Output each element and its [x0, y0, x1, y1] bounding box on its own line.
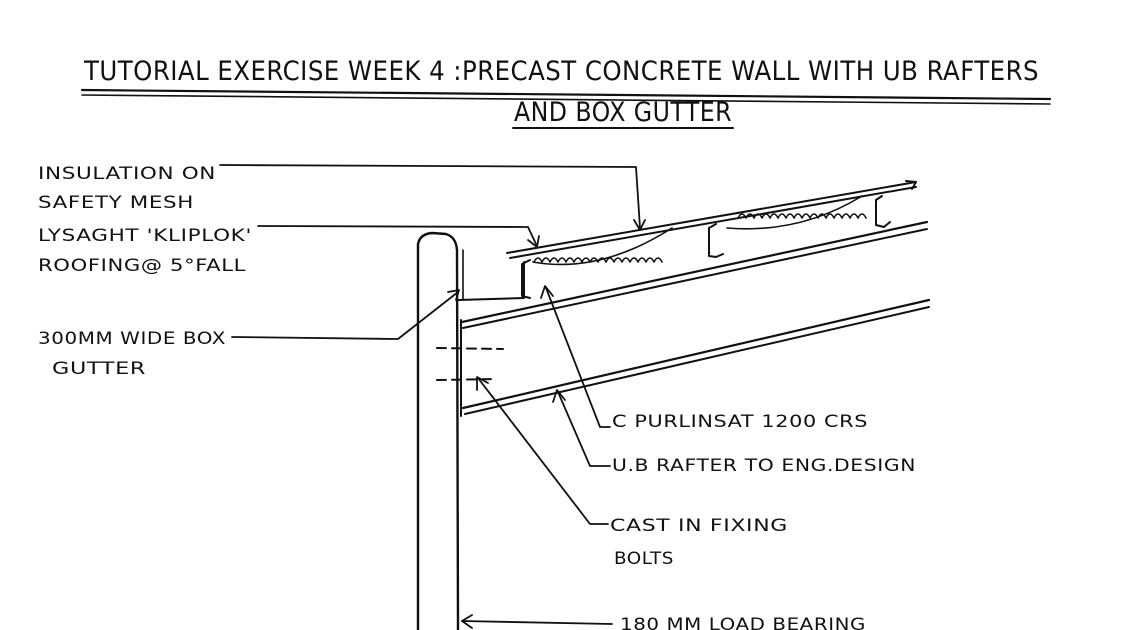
label-rafter: U.B RAFTER TO ENG.DESIGN	[612, 456, 916, 476]
leader-roofing-arrowhead	[527, 235, 540, 248]
leader-gutter	[231, 291, 459, 340]
drawing-title: TUTORIAL EXERCISE WEEK 4 :PRECAST CONCRE…	[80, 56, 1052, 129]
leader-wall	[461, 620, 613, 625]
box-gutter	[457, 261, 525, 301]
leader-lines	[219, 164, 646, 629]
precast-concrete-wall	[416, 231, 464, 630]
kliplok-roof-sheeting	[506, 180, 917, 259]
leader-insulation	[219, 164, 641, 229]
leader-roofing	[257, 225, 537, 245]
label-bolts-line-1: CAST IN FIXING	[610, 516, 788, 536]
title-underline-double	[81, 94, 1051, 105]
label-purlins: C PURLINSAT 1200 CRS	[612, 412, 868, 432]
label-roofing-line-2: ROOFING@ 5°FALL	[38, 256, 246, 276]
label-gutter-line-1: 300MM WIDE BOX	[38, 329, 226, 349]
leader-rafter	[557, 391, 611, 467]
title-line-2: AND BOX GUTTER	[514, 97, 732, 128]
cast-in-fixing-bolts	[436, 347, 504, 381]
leader-gutter-arrowhead	[447, 289, 460, 301]
label-wall: 180 MM LOAD BEARING	[620, 615, 866, 630]
c-purlins	[521, 195, 891, 299]
leader-bolts-arrowhead	[476, 376, 489, 391]
label-insulation-line-1: INSULATION ON	[38, 164, 216, 184]
annotation-labels: INSULATION ON SAFETY MESH LYSAGHT 'KLIPL…	[38, 164, 916, 630]
leader-rafter-arrowhead	[552, 389, 566, 403]
leader-bolts	[477, 377, 609, 525]
insulation-blanket	[532, 195, 867, 266]
leader-wall-arrowhead	[461, 614, 473, 629]
title-underline	[80, 88, 1052, 101]
label-insulation-line-2: SAFETY MESH	[38, 193, 194, 213]
leader-insulation-arrowhead	[633, 219, 646, 231]
label-roofing-line-1: LYSAGHT 'KLIPLOK'	[38, 226, 252, 246]
label-bolts-line-2: BOLTS	[614, 549, 674, 569]
ub-rafter	[460, 220, 931, 417]
title-line-1: TUTORIAL EXERCISE WEEK 4 :PRECAST CONCRE…	[83, 56, 1039, 87]
leader-purlins	[545, 287, 611, 428]
leader-purlins-arrowhead	[540, 285, 554, 299]
label-gutter-line-2: GUTTER	[52, 359, 146, 379]
